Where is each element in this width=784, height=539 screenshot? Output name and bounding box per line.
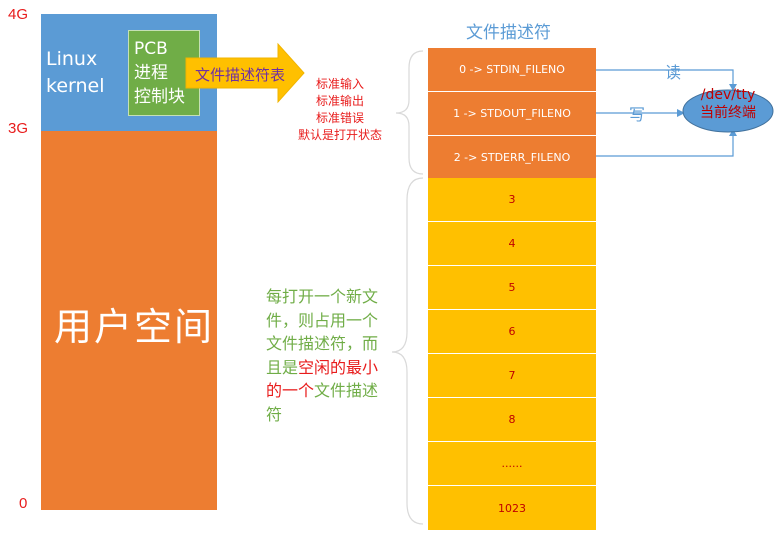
mem-label-4g: 4G [8, 6, 29, 23]
mem-label-3g: 3G [8, 120, 29, 137]
fd-table-arrow [185, 42, 305, 104]
pcb-line1: PCB [134, 39, 168, 59]
kernel-label-line1: Linux [46, 48, 98, 70]
std-desc-stdin: 标准输入 [315, 77, 364, 91]
fd-row-stdin: 0 -> STDIN_FILENO [428, 48, 596, 92]
fd-row-stdout: 1 -> STDOUT_FILENO [428, 92, 596, 136]
fd-table-title: 文件描述符 [466, 23, 551, 43]
user-space-block [41, 131, 217, 510]
std-desc-default-open: 默认是打开状态 [297, 128, 382, 142]
user-brace [391, 177, 424, 525]
terminal-label: /dev/tty 当前终端 [688, 86, 768, 122]
read-label: 读 [665, 63, 682, 82]
stdin-connector [596, 69, 734, 84]
note-text-2: 文件描述符 [266, 381, 379, 424]
kernel-label: Linux kernel [46, 46, 105, 100]
pcb-line3: 控制块 [134, 87, 185, 107]
stderr-connector [596, 136, 734, 157]
fd-row-ellipsis: ...... [428, 442, 596, 486]
std-descriptions: 标准输入 标准输出 标准错误 默认是打开状态 [288, 76, 392, 144]
fd-row-7: 7 [428, 354, 596, 398]
stdin-arrowhead [729, 84, 737, 91]
stderr-arrowhead [729, 129, 737, 136]
mem-label-0: 0 [19, 495, 28, 512]
user-space-label: 用户空间 [54, 305, 215, 349]
std-desc-stdout: 标准输出 [315, 94, 364, 108]
stdout-arrowhead [677, 109, 685, 117]
allocation-note: 每打开一个新文件，则占用一个文件描述符，而且是空闲的最小的一个文件描述符 [266, 285, 382, 426]
terminal-device: /dev/tty [700, 87, 756, 103]
fd-row-5: 5 [428, 266, 596, 310]
fd-row-3: 3 [428, 178, 596, 222]
std-desc-stderr: 标准错误 [315, 111, 364, 125]
terminal-description: 当前终端 [700, 105, 756, 121]
std-brace [395, 50, 424, 175]
fd-row-6: 6 [428, 310, 596, 354]
fd-table-arrow-label: 文件描述符表 [195, 66, 286, 84]
fd-row-4: 4 [428, 222, 596, 266]
terminal-ellipse [682, 89, 774, 133]
note-highlight: 空闲的最小的一个 [266, 357, 379, 401]
pcb-line2: 进程 [134, 63, 168, 83]
fd-row-stderr: 2 -> STDERR_FILENO [428, 136, 596, 180]
note-text-1: 每打开一个新文件，则占用一个文件描述符，而且是 [266, 287, 379, 377]
kernel-label-line2: kernel [46, 75, 105, 97]
write-label: 写 [629, 105, 646, 124]
fd-row-8: 8 [428, 398, 596, 442]
fd-row-1023: 1023 [428, 486, 596, 530]
